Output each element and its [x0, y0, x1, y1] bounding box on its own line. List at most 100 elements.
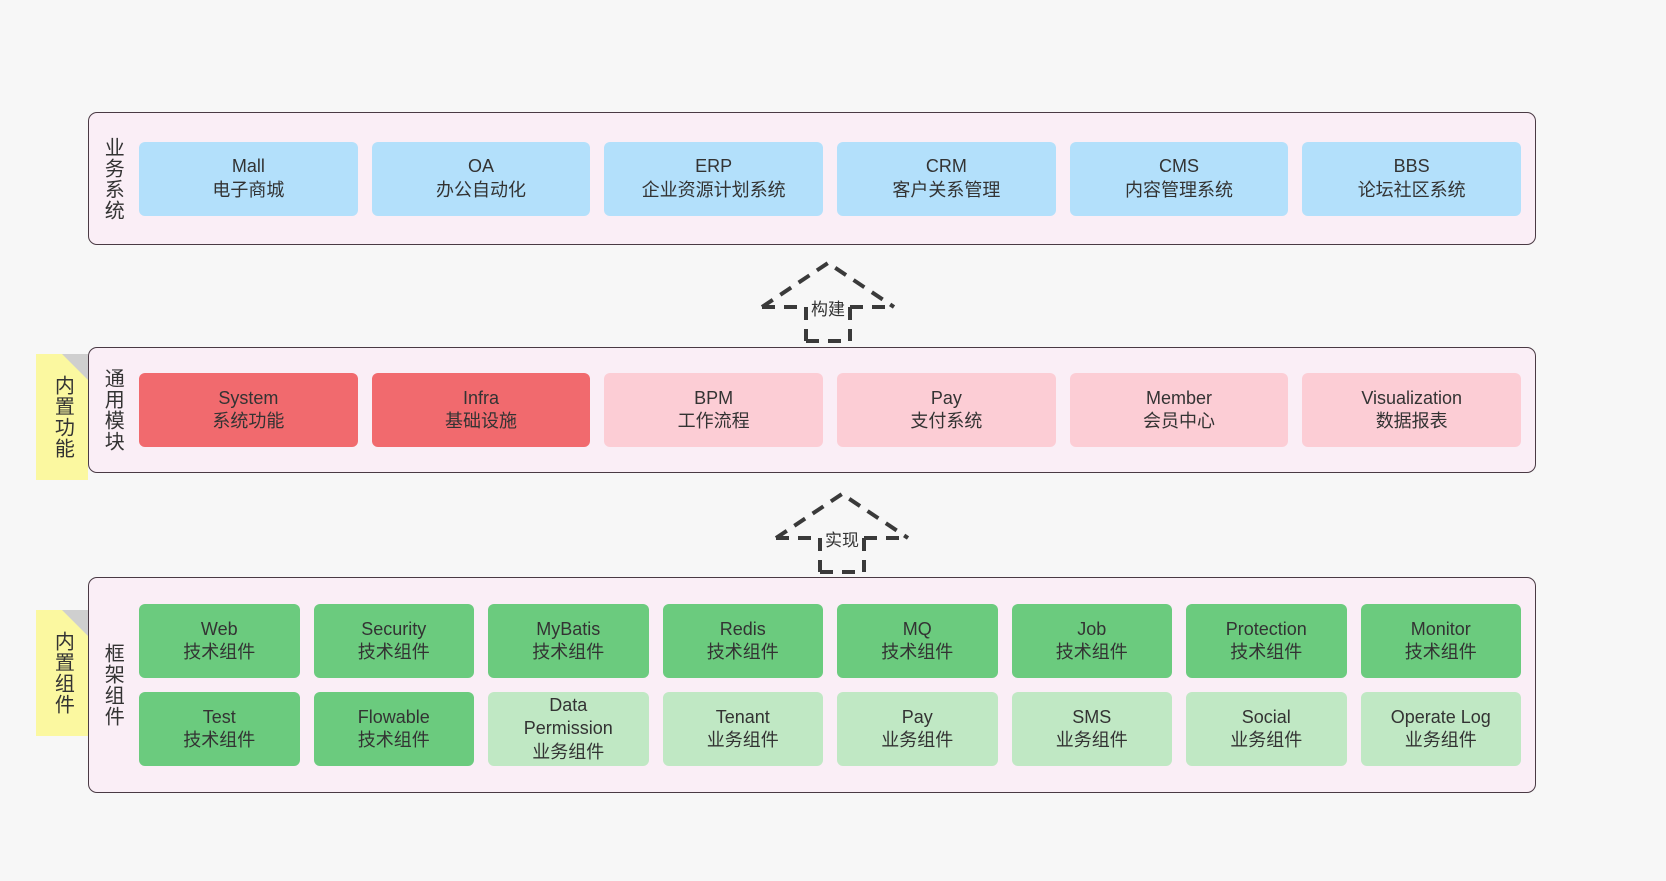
node-title: Operate Log — [1390, 706, 1491, 727]
node-test[interactable]: Test 技术组件 — [139, 692, 300, 766]
dashed-generalization-arrow-icon — [774, 491, 910, 574]
node-subtitle: 电子商城 — [212, 179, 285, 200]
node-title: ERP — [695, 156, 733, 177]
node-title: Member — [1146, 387, 1213, 408]
row-technical-components: Web 技术组件 Security 技术组件 MyBatis 技术组件 Redi… — [139, 604, 1521, 678]
node-subtitle: 技术组件 — [183, 730, 256, 750]
node-pay-component[interactable]: Pay 业务组件 — [837, 692, 998, 766]
node-title: OA — [468, 156, 495, 177]
node-social[interactable]: Social 业务组件 — [1186, 692, 1347, 766]
node-title: Redis — [719, 618, 766, 639]
note-fold-icon — [62, 354, 88, 380]
node-subtitle: 系统功能 — [212, 411, 285, 431]
sticky-note-builtin-function: 内置功能 — [36, 354, 88, 480]
node-subtitle: 业务组件 — [1404, 730, 1477, 750]
node-redis[interactable]: Redis 技术组件 — [662, 604, 823, 678]
node-subtitle: 技术组件 — [183, 642, 256, 662]
sticky-note-builtin-component: 内置组件 — [36, 610, 88, 736]
node-subtitle: 论坛社区系统 — [1357, 179, 1466, 200]
node-title: SMS — [1072, 706, 1112, 727]
node-title: MyBatis — [536, 618, 601, 639]
node-title: Flowable — [357, 706, 430, 727]
node-subtitle: 技术组件 — [1230, 642, 1303, 662]
node-title: Protection — [1225, 618, 1307, 639]
connector-label-build: 构建 — [811, 300, 845, 319]
node-subtitle: 技术组件 — [1404, 642, 1477, 662]
node-subtitle: 业务组件 — [1055, 730, 1128, 750]
dashed-generalization-arrow-icon — [760, 260, 896, 343]
node-monitor[interactable]: Monitor 技术组件 — [1360, 604, 1521, 678]
node-subtitle: 工作流程 — [677, 411, 750, 431]
node-title: Monitor — [1410, 618, 1471, 639]
node-member[interactable]: Member 会员中心 — [1069, 373, 1289, 447]
node-cms[interactable]: CMS 内容管理系统 — [1069, 141, 1289, 216]
node-title: Data Permission — [523, 695, 613, 739]
node-infra[interactable]: Infra 基础设施 — [371, 373, 591, 447]
node-subtitle: 技术组件 — [1055, 642, 1128, 662]
layer-common-module: 通用模块 System 系统功能 Infra 基础设施 BPM 工作流程 Pay… — [88, 347, 1536, 473]
node-sms[interactable]: SMS 业务组件 — [1011, 692, 1172, 766]
node-oa[interactable]: OA 办公自动化 — [371, 141, 591, 216]
node-subtitle: 数据报表 — [1375, 411, 1448, 431]
layer-body-framework-component: Web 技术组件 Security 技术组件 MyBatis 技术组件 Redi… — [135, 604, 1535, 766]
node-visualization[interactable]: Visualization 数据报表 — [1302, 373, 1522, 447]
node-subtitle: 技术组件 — [532, 642, 605, 662]
node-title: Visualization — [1361, 387, 1463, 408]
node-bpm[interactable]: BPM 工作流程 — [604, 373, 824, 447]
connector-implement: 实现 — [772, 490, 912, 574]
node-subtitle: 技术组件 — [357, 730, 430, 750]
node-subtitle: 客户关系管理 — [892, 179, 1001, 200]
node-title: Web — [200, 618, 238, 639]
node-title: Security — [361, 618, 427, 639]
row-business-systems: Mall 电子商城 OA 办公自动化 ERP 企业资源计划系统 CRM 客户关系… — [139, 141, 1522, 216]
node-subtitle: 企业资源计划系统 — [641, 179, 786, 200]
note-fold-icon — [62, 610, 88, 636]
node-operate-log[interactable]: Operate Log 业务组件 — [1360, 692, 1521, 766]
node-title: CMS — [1159, 156, 1200, 177]
node-subtitle: 业务组件 — [532, 741, 605, 762]
node-bbs[interactable]: BBS 论坛社区系统 — [1302, 141, 1522, 216]
node-title: CRM — [925, 156, 967, 177]
node-subtitle: 业务组件 — [881, 730, 954, 750]
node-flowable[interactable]: Flowable 技术组件 — [313, 692, 474, 766]
node-system[interactable]: System 系统功能 — [139, 373, 358, 447]
node-subtitle: 办公自动化 — [436, 179, 526, 200]
node-title: Job — [1077, 618, 1107, 639]
node-subtitle: 会员中心 — [1143, 411, 1216, 431]
layer-business-system: 业务系统 Mall 电子商城 OA 办公自动化 ERP 企业资源计划系统 CRM… — [88, 112, 1536, 245]
node-security[interactable]: Security 技术组件 — [313, 604, 474, 678]
note-label: 内置组件 — [51, 631, 74, 715]
node-tenant[interactable]: Tenant 业务组件 — [662, 692, 823, 766]
note-label: 内置功能 — [51, 375, 74, 459]
node-mall[interactable]: Mall 电子商城 — [139, 141, 358, 216]
node-job[interactable]: Job 技术组件 — [1011, 604, 1172, 678]
connector-label-implement: 实现 — [825, 531, 859, 550]
node-subtitle: 业务组件 — [706, 730, 779, 750]
node-pay[interactable]: Pay 支付系统 — [837, 373, 1056, 447]
node-subtitle: 业务组件 — [1230, 730, 1303, 750]
node-subtitle: 基础设施 — [445, 411, 517, 431]
node-web[interactable]: Web 技术组件 — [139, 604, 300, 678]
node-data-permission[interactable]: Data Permission 业务组件 — [488, 692, 649, 766]
layer-label-business-system: 业务系统 — [101, 136, 124, 221]
layer-label-framework-component: 框架组件 — [101, 643, 124, 727]
node-crm[interactable]: CRM 客户关系管理 — [837, 141, 1056, 216]
node-subtitle: 技术组件 — [706, 642, 779, 662]
connector-build: 构建 — [758, 259, 898, 343]
node-mq[interactable]: MQ 技术组件 — [837, 604, 998, 678]
layer-framework-component: 框架组件 Web 技术组件 Security 技术组件 MyBatis 技术组件… — [88, 577, 1536, 793]
node-protection[interactable]: Protection 技术组件 — [1186, 604, 1347, 678]
node-erp[interactable]: ERP 企业资源计划系统 — [604, 141, 824, 216]
node-title: Tenant — [715, 706, 770, 727]
row-common-modules: System 系统功能 Infra 基础设施 BPM 工作流程 Pay 支付系统… — [139, 373, 1522, 447]
node-subtitle: 支付系统 — [910, 411, 983, 431]
layer-label-common-module: 通用模块 — [101, 368, 124, 452]
node-title: System — [218, 387, 279, 408]
node-title: MQ — [902, 618, 932, 639]
layer-body-business-system: Mall 电子商城 OA 办公自动化 ERP 企业资源计划系统 CRM 客户关系… — [135, 141, 1535, 216]
layer-body-common-module: System 系统功能 Infra 基础设施 BPM 工作流程 Pay 支付系统… — [135, 373, 1535, 447]
node-subtitle: 技术组件 — [357, 642, 430, 662]
node-title: Social — [1241, 706, 1291, 727]
node-title: BBS — [1393, 156, 1430, 177]
node-mybatis[interactable]: MyBatis 技术组件 — [488, 604, 649, 678]
